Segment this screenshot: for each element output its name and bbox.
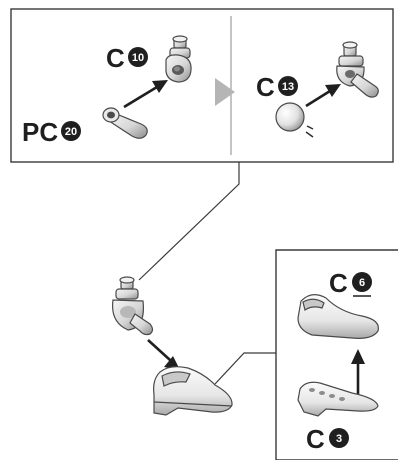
ankle-joint-part-c10 (165, 35, 192, 83)
callout-line-shoe (214, 352, 276, 385)
next-step-triangle-icon (215, 78, 235, 106)
part-label-c6: C 6 (329, 268, 372, 298)
part-label-c10: C 10 (106, 43, 148, 73)
part-number: 10 (132, 52, 144, 64)
assemble-up-arrow-icon (351, 349, 365, 396)
part-number-badge (278, 76, 298, 96)
part-number-badge (128, 47, 148, 67)
part-letter: C (256, 72, 275, 102)
part-letter: C (329, 268, 348, 298)
part-number-badge (329, 428, 349, 448)
assembled-shoe (153, 366, 233, 416)
ball-joint-part (275, 102, 305, 132)
part-number: 20 (65, 126, 77, 138)
shoe-upper-part-c6 (297, 294, 380, 339)
part-label-c3: C 3 (306, 424, 349, 454)
part-number: 6 (359, 277, 365, 289)
part-number: 13 (282, 81, 294, 93)
peg-part-pc20 (102, 107, 148, 139)
shoe-sole-part-c3 (297, 381, 379, 417)
insert-arrow-icon (305, 84, 341, 108)
assembled-ankle-joint (111, 276, 154, 336)
part-number: 3 (336, 433, 342, 445)
insert-arrow-icon (123, 80, 168, 109)
joint-cup-part-c13 (336, 41, 379, 98)
part-label-c13: C 13 (256, 72, 298, 102)
shoe-parts-panel: C 6 C 3 (275, 249, 398, 460)
part-number-badge (352, 272, 372, 292)
top-panel: C 10 PC 20 C 13 (10, 8, 394, 163)
part-label-pc20: PC 20 (22, 117, 81, 147)
snap-sound-marks-icon (305, 125, 314, 138)
callout-line-top (138, 162, 240, 281)
part-letter: PC (22, 117, 58, 147)
part-letter: C (106, 43, 125, 73)
part-letter: C (306, 424, 325, 454)
attach-arrow-icon (147, 339, 180, 370)
part-number-badge (61, 121, 81, 141)
